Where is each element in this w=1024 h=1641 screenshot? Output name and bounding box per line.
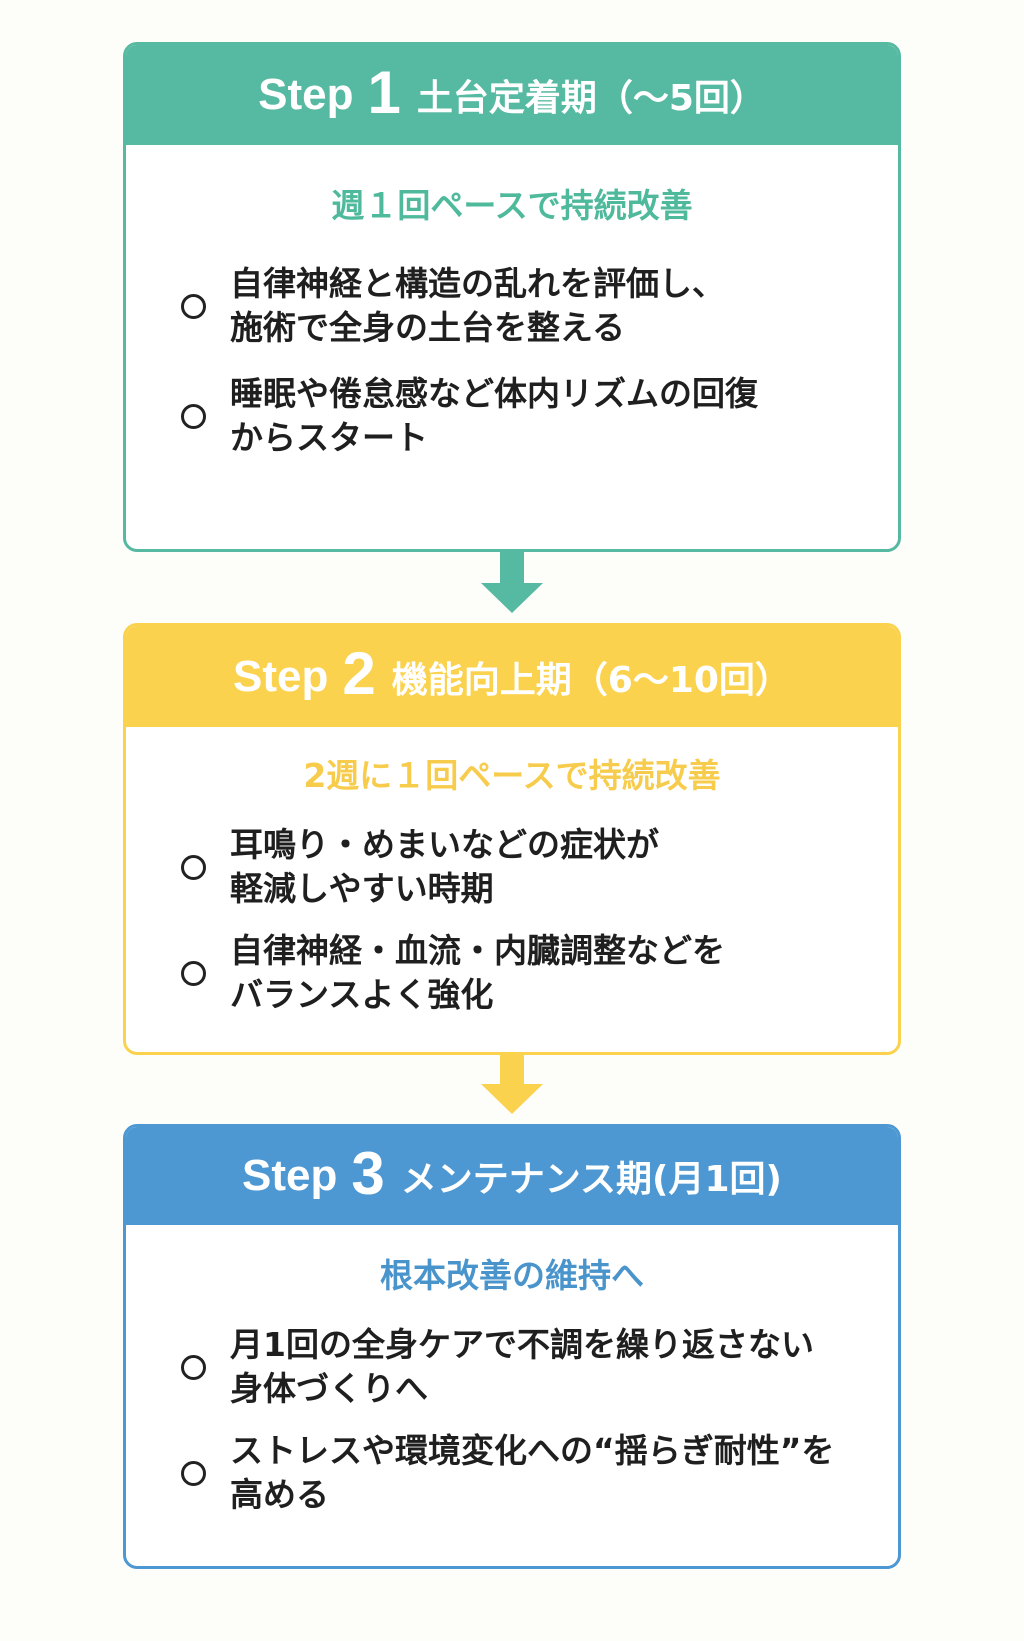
step-3-item-text: ストレスや環境変化への“揺らぎ耐性”を 高める	[230, 1431, 835, 1514]
step-3-subtitle: 根本改善の維持へ	[380, 1256, 644, 1295]
step-1-item: 自律神経と構造の乱れを評価し、 施術で全身の土台を整える	[181, 262, 898, 350]
step-2-item: 自律神経・血流・内臓調整などを バランスよく強化	[181, 929, 898, 1017]
step-3-title: メンテナンス期(月1回)	[400, 1159, 782, 1200]
circle-bullet-icon	[181, 1460, 206, 1486]
step-2-item-text: 耳鳴り・めまいなどの症状が 軽減しやすい時期	[230, 825, 659, 908]
step-2-card: Step 2 機能向上期（6〜10回） 2週に１回ペースで持続改善 耳鳴り・めま…	[123, 623, 901, 1055]
step-3-item: ストレスや環境変化への“揺らぎ耐性”を 高める	[181, 1429, 898, 1517]
step-3-item-text: 月1回の全身ケアで不調を繰り返さない 身体づくりへ	[230, 1325, 814, 1408]
step-1-header: Step 1 土台定着期（〜5回）	[126, 45, 898, 145]
step-1-word: Step	[258, 70, 354, 119]
step-3-item-list: 月1回の全身ケアで不調を繰り返さない 身体づくりへ ストレスや環境変化への“揺ら…	[126, 1323, 898, 1517]
down-arrow-icon	[481, 1055, 543, 1114]
step-3-card: Step 3 メンテナンス期(月1回) 根本改善の維持へ 月1回の全身ケアで不調…	[123, 1124, 901, 1569]
step-3-item: 月1回の全身ケアで不調を繰り返さない 身体づくりへ	[181, 1323, 898, 1411]
step-1-item-text: 睡眠や倦怠感など体内リズムの回復 からスタート	[230, 374, 758, 457]
step-2-word: Step	[233, 651, 329, 701]
step-3-header: Step 3 メンテナンス期(月1回)	[126, 1127, 898, 1225]
step-2-item-text: 自律神経・血流・内臓調整などを バランスよく強化	[230, 931, 725, 1014]
step-2-item: 耳鳴り・めまいなどの症状が 軽減しやすい時期	[181, 823, 898, 911]
step-1-item: 睡眠や倦怠感など体内リズムの回復 からスタート	[181, 372, 898, 460]
step-2-header: Step 2 機能向上期（6〜10回）	[126, 626, 898, 727]
circle-bullet-icon	[181, 1354, 206, 1380]
step-2-title: 機能向上期（6〜10回）	[391, 659, 791, 701]
step-1-number: 1	[367, 58, 401, 126]
circle-bullet-icon	[181, 854, 206, 880]
circle-bullet-icon	[181, 403, 206, 429]
step-1-card: Step 1 土台定着期（〜5回） 週１回ペースで持続改善 自律神経と構造の乱れ…	[123, 42, 901, 552]
step-1-item-text: 自律神経と構造の乱れを評価し、 施術で全身の土台を整える	[230, 264, 725, 347]
step-3-number: 3	[351, 1139, 385, 1207]
step-2-subtitle: 2週に１回ペースで持続改善	[303, 756, 721, 795]
step-1-subtitle: 週１回ペースで持続改善	[331, 186, 693, 225]
step-1-item-list: 自律神経と構造の乱れを評価し、 施術で全身の土台を整える 睡眠や倦怠感など体内リ…	[126, 262, 898, 460]
circle-bullet-icon	[181, 293, 206, 319]
step-2-number: 2	[342, 640, 376, 707]
step-2-item-list: 耳鳴り・めまいなどの症状が 軽減しやすい時期 自律神経・血流・内臓調整などを バ…	[126, 823, 898, 1017]
circle-bullet-icon	[181, 960, 206, 986]
step-3-word: Step	[242, 1151, 338, 1200]
down-arrow-icon	[481, 552, 543, 613]
step-1-title: 土台定着期（〜5回）	[416, 78, 766, 119]
